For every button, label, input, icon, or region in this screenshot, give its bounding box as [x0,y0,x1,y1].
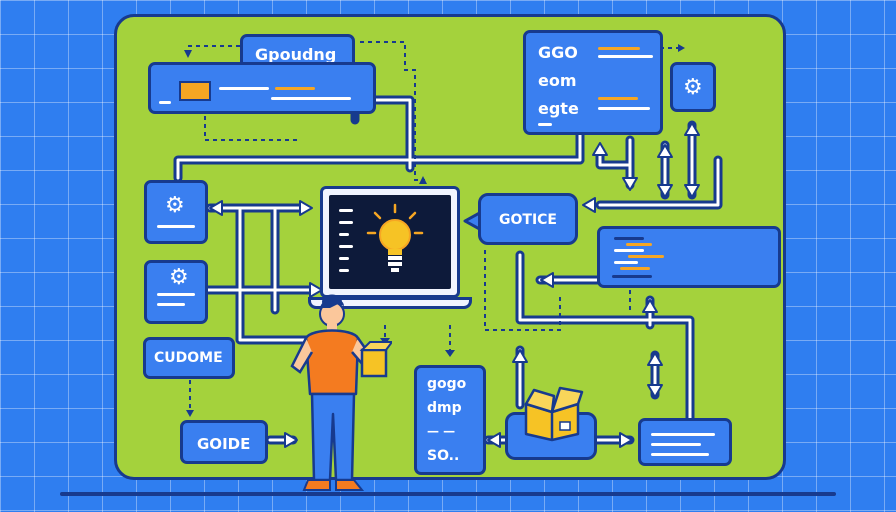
settings-box-right: ⚙ [670,62,716,112]
callout-bubble: GOTICE [478,193,578,245]
orange-tab [179,81,211,101]
bottom-center-line-3: — — [427,424,456,438]
code-box-bottom-right [638,418,732,466]
left-label-box: CUDOME [143,337,235,379]
gear-icon: ⚙ [165,193,185,218]
bottom-center-box: gogo dmp — — SO.. [414,365,486,475]
bottom-center-line-2: dmp [427,400,462,416]
code-box-top-left [148,62,376,114]
left-label: CUDOME [154,350,223,366]
bottom-left-label: GOIDE [197,435,251,453]
gear-box-left-2: ⚙ [144,260,208,324]
floor-line [60,492,836,496]
right-box-line-2: eom [538,71,577,90]
laptop [320,186,460,298]
gear-icon: ⚙ [169,265,189,290]
lightbulb-icon [366,203,424,272]
gear-box-left-1: ⚙ [144,180,208,244]
right-text-box: GGO eom egte [523,30,663,135]
laptop-base [308,297,472,309]
top-title-label: Gpoudng [255,45,337,64]
right-box-line-3: egte [538,99,579,118]
bottom-center-line-4: SO.. [427,448,460,464]
person-icon [290,294,392,491]
code-box-right-middle [597,226,781,288]
gear-icon: ⚙ [683,75,703,100]
package-icon [524,386,584,442]
callout-label: GOTICE [499,212,557,228]
bottom-center-line-1: gogo [427,376,467,392]
right-box-line-1: GGO [538,43,578,62]
bottom-left-box: GOIDE [180,420,268,464]
